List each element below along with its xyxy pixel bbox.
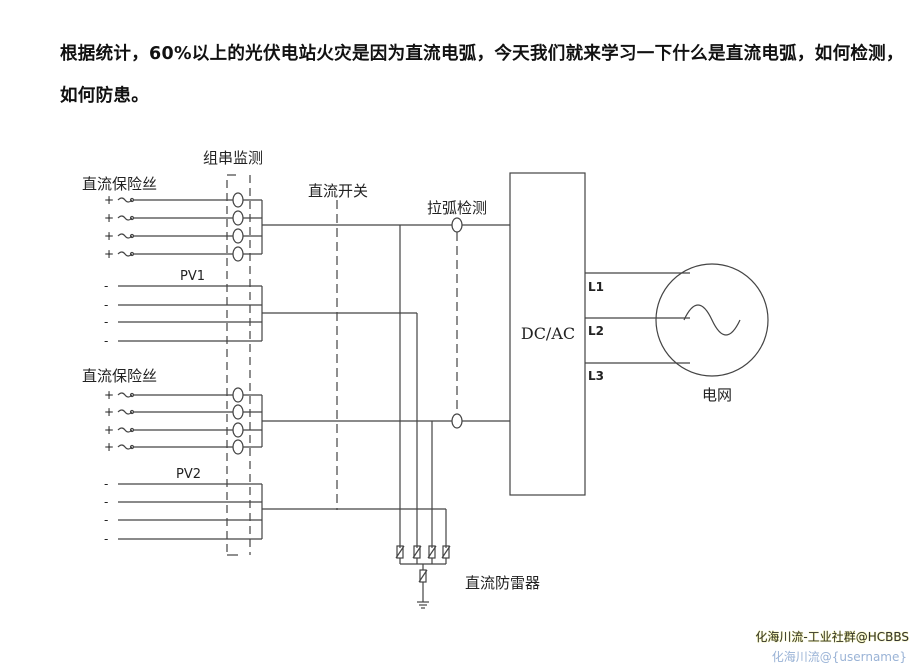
minus-sign: - [104,334,108,348]
fuse-terminal [129,197,135,203]
minus-sign: - [104,495,108,509]
sine-wave-icon [683,304,741,336]
minus-sign: - [104,279,108,293]
fuse-icon [117,409,133,415]
surge-arrester-icon [395,545,405,559]
diagram-lines [117,172,769,609]
plus-sign: + [104,440,114,454]
plus-sign: + [104,405,114,419]
fuse-terminal [129,392,135,398]
current-sensor-icon [232,422,244,438]
label-fuse-top: 直流保险丝 [82,175,157,193]
label-l2: L2 [588,324,604,338]
fuse-icon [117,197,133,203]
minus-sign: - [104,477,108,491]
label-string-monitor: 组串监测 [203,149,263,167]
current-sensor-icon [232,439,244,455]
intro-paragraph: 根据统计，60%以上的光伏电站火灾是因为直流电弧，今天我们就来学习一下什么是直流… [60,44,904,106]
fuse-icon [117,427,133,433]
fuse-icon [117,215,133,221]
label-pv2: PV2 [176,467,201,482]
minus-sign: - [104,315,108,329]
plus-sign: + [104,388,114,402]
current-sensor-icon [232,192,244,208]
fuse-terminal [129,215,135,221]
label-l3: L3 [588,369,604,383]
label-dc-switch: 直流开关 [308,182,368,200]
minus-sign: - [104,532,108,546]
fuse-terminal [129,444,135,450]
polarity-signs: + + + + - - - - + + + + - - - - [104,193,114,546]
fuse-icon [117,392,133,398]
plus-sign: + [104,229,114,243]
fuse-icon [117,233,133,239]
surge-arrester-icon [418,569,428,583]
surge-arrester-icon [427,545,437,559]
label-spd: 直流防雷器 [465,574,540,592]
label-fuse-bottom: 直流保险丝 [82,367,157,385]
current-sensor-icon [232,404,244,420]
minus-sign: - [104,298,108,312]
fuse-terminal [129,409,135,415]
arc-sensor-icon [451,413,463,429]
fuse-terminal [129,251,135,257]
surge-arrester-icon [441,545,451,559]
watermark-username: 化海川流@{username} [771,650,907,664]
surge-arrester-icon [412,545,422,559]
fuse-terminal [129,233,135,239]
fuse-terminal [129,427,135,433]
fuse-icon [117,444,133,450]
label-pv1: PV1 [180,269,205,284]
current-sensor-icon [232,210,244,226]
current-sensor-icon [232,387,244,403]
grid-icon [655,263,769,377]
label-inverter: DC/AC [521,324,575,343]
fuse-icon [117,251,133,257]
minus-sign: - [104,513,108,527]
plus-sign: + [104,247,114,261]
label-grid: 电网 [702,386,732,404]
current-sensor-icon [232,246,244,262]
current-sensor-icon [232,228,244,244]
label-l1: L1 [588,280,604,294]
plus-sign: + [104,211,114,225]
inverter-box [509,172,586,496]
label-arc-detect: 拉弧检测 [427,199,487,217]
plus-sign: + [104,423,114,437]
plus-sign: + [104,193,114,207]
arc-sensor-icon [451,217,463,233]
watermark: 化海川流-工业社群@HCBBS [755,630,909,644]
